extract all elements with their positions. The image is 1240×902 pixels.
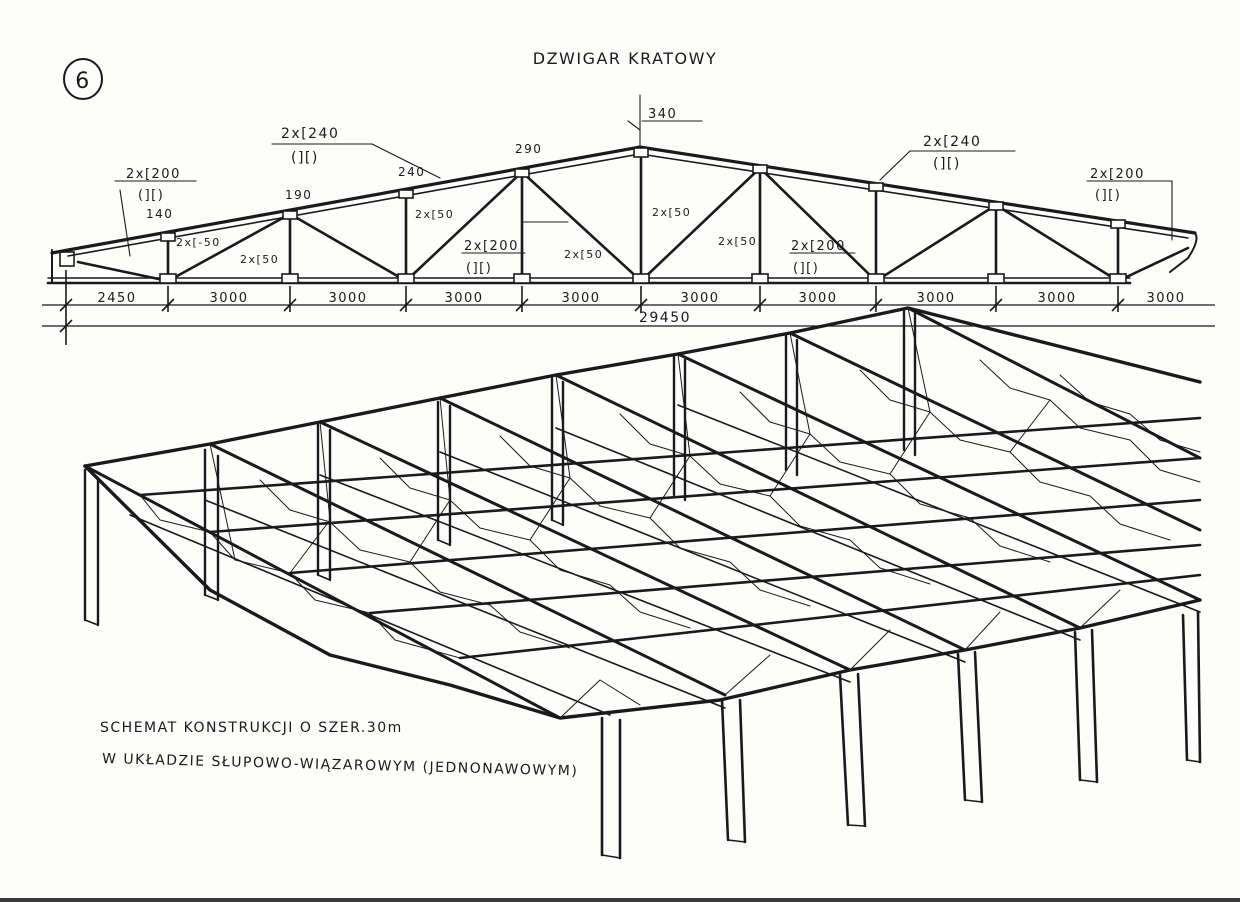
dimension-segment: 3000 bbox=[916, 291, 955, 306]
label-bottom-left: 2x[200 bbox=[464, 239, 519, 254]
column-bases bbox=[84, 519, 1201, 859]
dimension-segment: 3000 bbox=[798, 291, 837, 306]
left-bearing bbox=[59, 251, 75, 267]
label-top-left-chord: 2x[240 bbox=[281, 126, 339, 142]
label-end-left: 2x[200 bbox=[126, 167, 181, 182]
label-top-right-chord-sub: (][) bbox=[933, 156, 961, 172]
back-eave bbox=[83, 306, 1202, 468]
dimension-segment: 3000 bbox=[209, 291, 248, 306]
label-web-4: 2x[50 bbox=[564, 248, 603, 261]
scan-edge bbox=[0, 898, 1240, 902]
dimension-segment: 3000 bbox=[680, 291, 719, 306]
label-bottom-right: 2x[200 bbox=[791, 239, 846, 254]
dimension-segment: 3000 bbox=[444, 291, 483, 306]
label-web-2: 2x[50 bbox=[240, 253, 279, 266]
caption: SCHEMAT KONSTRUKCJI O SZER.30m W UKŁADZI… bbox=[100, 720, 578, 779]
sheet-number: 6 bbox=[75, 69, 91, 94]
truss-verticals bbox=[166, 148, 1120, 283]
caption-line-2: W UKŁADZIE SŁUPOWO-WIĄZAROWYM (JEDNONAWO… bbox=[102, 751, 579, 779]
sheet-number-badge: 6 bbox=[63, 58, 103, 100]
label-web-6: 2x[50 bbox=[718, 235, 757, 248]
dimension-segment: 2450 bbox=[97, 291, 136, 306]
dimension-values: 2450 3000 3000 3000 3000 3000 3000 3000 3000 3000 bbox=[97, 291, 1185, 306]
dimension-chain bbox=[42, 270, 1215, 345]
label-top-right-chord: 2x[240 bbox=[923, 134, 981, 150]
label-web-1: 2x[-50 bbox=[176, 236, 221, 249]
dimension-ticks bbox=[59, 270, 1125, 345]
label-height-340: 340 bbox=[648, 107, 677, 122]
back-columns bbox=[83, 309, 917, 627]
gusset-plates bbox=[159, 147, 1127, 284]
label-web-5: 2x[50 bbox=[652, 206, 691, 219]
drawing-title: DZWIGAR KRATOWY bbox=[533, 49, 718, 68]
label-height-190: 190 bbox=[285, 188, 312, 202]
top-chord bbox=[50, 145, 1197, 255]
dimension-segment: 3000 bbox=[1146, 291, 1185, 306]
caption-line-1: SCHEMAT KONSTRUKCJI O SZER.30m bbox=[100, 720, 403, 736]
label-web-3: 2x[50 bbox=[415, 208, 454, 221]
leader-lines bbox=[114, 94, 1173, 257]
total-dimension: 29450 bbox=[639, 310, 691, 326]
label-end-right-sub: (][) bbox=[1095, 188, 1121, 203]
label-end-right: 2x[200 bbox=[1090, 167, 1145, 182]
label-bottom-right-sub: (][) bbox=[793, 261, 819, 276]
label-height-240: 240 bbox=[398, 165, 425, 179]
left-edge-beam bbox=[83, 464, 562, 720]
space-frame-perspective bbox=[83, 306, 1202, 860]
label-end-left-sub: (][) bbox=[138, 188, 164, 203]
truss-diagonals bbox=[76, 166, 1190, 283]
lower-chords bbox=[129, 404, 1201, 716]
right-end bbox=[1169, 232, 1198, 273]
front-columns bbox=[600, 610, 1202, 860]
dimension-segment: 3000 bbox=[561, 291, 600, 306]
label-bottom-left-sub: (][) bbox=[466, 261, 492, 276]
dimension-segment: 3000 bbox=[328, 291, 367, 306]
dimension-segment: 3000 bbox=[1037, 291, 1076, 306]
label-height-290: 290 bbox=[515, 142, 542, 156]
transverse-trusses bbox=[208, 306, 1202, 697]
truss-elevation bbox=[46, 94, 1198, 285]
label-height-140: 140 bbox=[146, 207, 173, 221]
label-top-left-chord-sub: (][) bbox=[291, 150, 319, 166]
front-eave bbox=[83, 464, 1202, 720]
truss-labels: 2x[240 (][) 2x[240 (][) 2x[200 (][) 2x[2… bbox=[126, 107, 1145, 276]
